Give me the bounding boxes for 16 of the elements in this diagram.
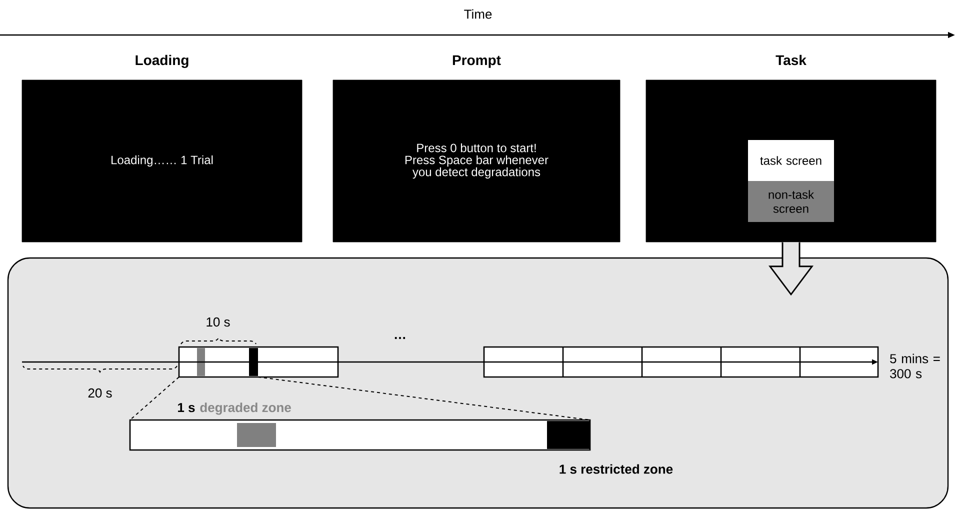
zone-label: 1 s [178,403,195,412]
zone-label: 1 s restricted zone [560,464,673,474]
screen-heading: Task [776,54,806,66]
duration-label: 5 mins = 300 s [890,354,940,378]
zone-label: degraded zone [200,402,291,415]
task-screen-box: task screen [748,140,834,181]
duration-label: 20 s [88,388,112,398]
screen-heading: Loading [136,54,188,68]
block-arrow [768,241,814,296]
ellipsis: … [394,337,406,339]
axis-label: Time [464,9,492,19]
screen-heading: Prompt [452,55,501,68]
duration-label: 10 s [206,317,230,327]
non-task-screen-box: non-task screen [748,181,834,222]
screen-box: Loading…… 1 Trial [22,80,302,242]
screen-box: Press 0 button to start! Press Space bar whenever you detect degradations [332,80,620,242]
